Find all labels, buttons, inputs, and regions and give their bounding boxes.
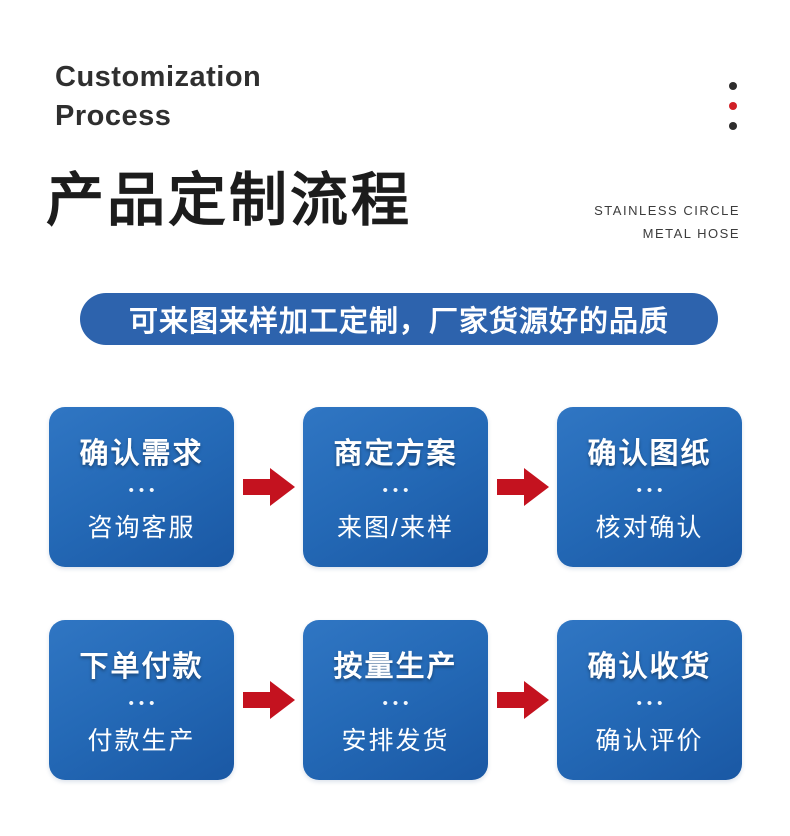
dot-dark-bottom-icon xyxy=(729,122,737,130)
step-6-dots-separator: ••• xyxy=(636,695,668,712)
step-box-2: 商定方案 ••• 来图/来样 xyxy=(303,407,488,567)
header-english-line1: Customization xyxy=(55,61,262,93)
dot-dark-top-icon xyxy=(729,82,737,90)
header-english-title: Customization Process xyxy=(55,58,261,135)
step-box-3: 确认图纸 ••• 核对确认 xyxy=(557,407,742,567)
decorative-dots xyxy=(729,82,737,130)
arrow-right-icon xyxy=(496,468,549,506)
product-caption-line2: METAL HOSE xyxy=(642,225,740,241)
slogan-banner: 可来图来样加工定制，厂家货源好的品质 xyxy=(80,293,718,345)
arrow-cell xyxy=(488,681,557,719)
step-3-dots-separator: ••• xyxy=(636,482,668,499)
step-3-subtitle: 核对确认 xyxy=(595,514,704,542)
step-6-subtitle: 确认评价 xyxy=(595,727,704,755)
step-5-dots-separator: ••• xyxy=(382,695,414,712)
flow-row-1: 确认需求 ••• 咨询客服 商定方案 ••• 来图/来样 确认图纸 ••• 核对… xyxy=(49,407,742,567)
step-box-6: 确认收货 ••• 确认评价 xyxy=(557,620,742,780)
step-box-1: 确认需求 ••• 咨询客服 xyxy=(49,407,234,567)
step-2-dots-separator: ••• xyxy=(382,482,414,499)
step-1-dots-separator: ••• xyxy=(128,482,160,499)
step-1-title: 确认需求 xyxy=(79,438,204,470)
slogan-text: 可来图来样加工定制，厂家货源好的品质 xyxy=(128,306,669,338)
page-title: 产品定制流程 xyxy=(46,168,413,233)
flow-row-2: 下单付款 ••• 付款生产 按量生产 ••• 安排发货 确认收货 ••• 确认评… xyxy=(49,620,742,780)
arrow-cell xyxy=(488,468,557,506)
arrow-cell xyxy=(234,681,303,719)
step-box-4: 下单付款 ••• 付款生产 xyxy=(49,620,234,780)
step-4-subtitle: 付款生产 xyxy=(87,727,196,755)
arrow-cell xyxy=(234,468,303,506)
step-4-title: 下单付款 xyxy=(79,651,204,683)
step-2-subtitle: 来图/来样 xyxy=(337,514,454,542)
step-5-subtitle: 安排发货 xyxy=(341,727,450,755)
header-english-line2: Process xyxy=(55,99,172,132)
arrow-right-icon xyxy=(242,468,295,506)
step-5-title: 按量生产 xyxy=(333,651,458,683)
step-3-title: 确认图纸 xyxy=(587,438,712,470)
step-2-title: 商定方案 xyxy=(333,438,458,470)
product-caption-line1: STAINLESS CIRCLE xyxy=(594,203,740,218)
step-6-title: 确认收货 xyxy=(587,651,712,683)
process-flow: 确认需求 ••• 咨询客服 商定方案 ••• 来图/来样 确认图纸 ••• 核对… xyxy=(49,407,742,780)
arrow-right-icon xyxy=(496,681,549,719)
step-4-dots-separator: ••• xyxy=(128,695,160,712)
step-1-subtitle: 咨询客服 xyxy=(87,514,196,542)
dot-red-icon xyxy=(729,102,737,110)
product-caption: STAINLESS CIRCLE METAL HOSE xyxy=(594,200,740,246)
step-box-5: 按量生产 ••• 安排发货 xyxy=(303,620,488,780)
arrow-right-icon xyxy=(242,681,295,719)
